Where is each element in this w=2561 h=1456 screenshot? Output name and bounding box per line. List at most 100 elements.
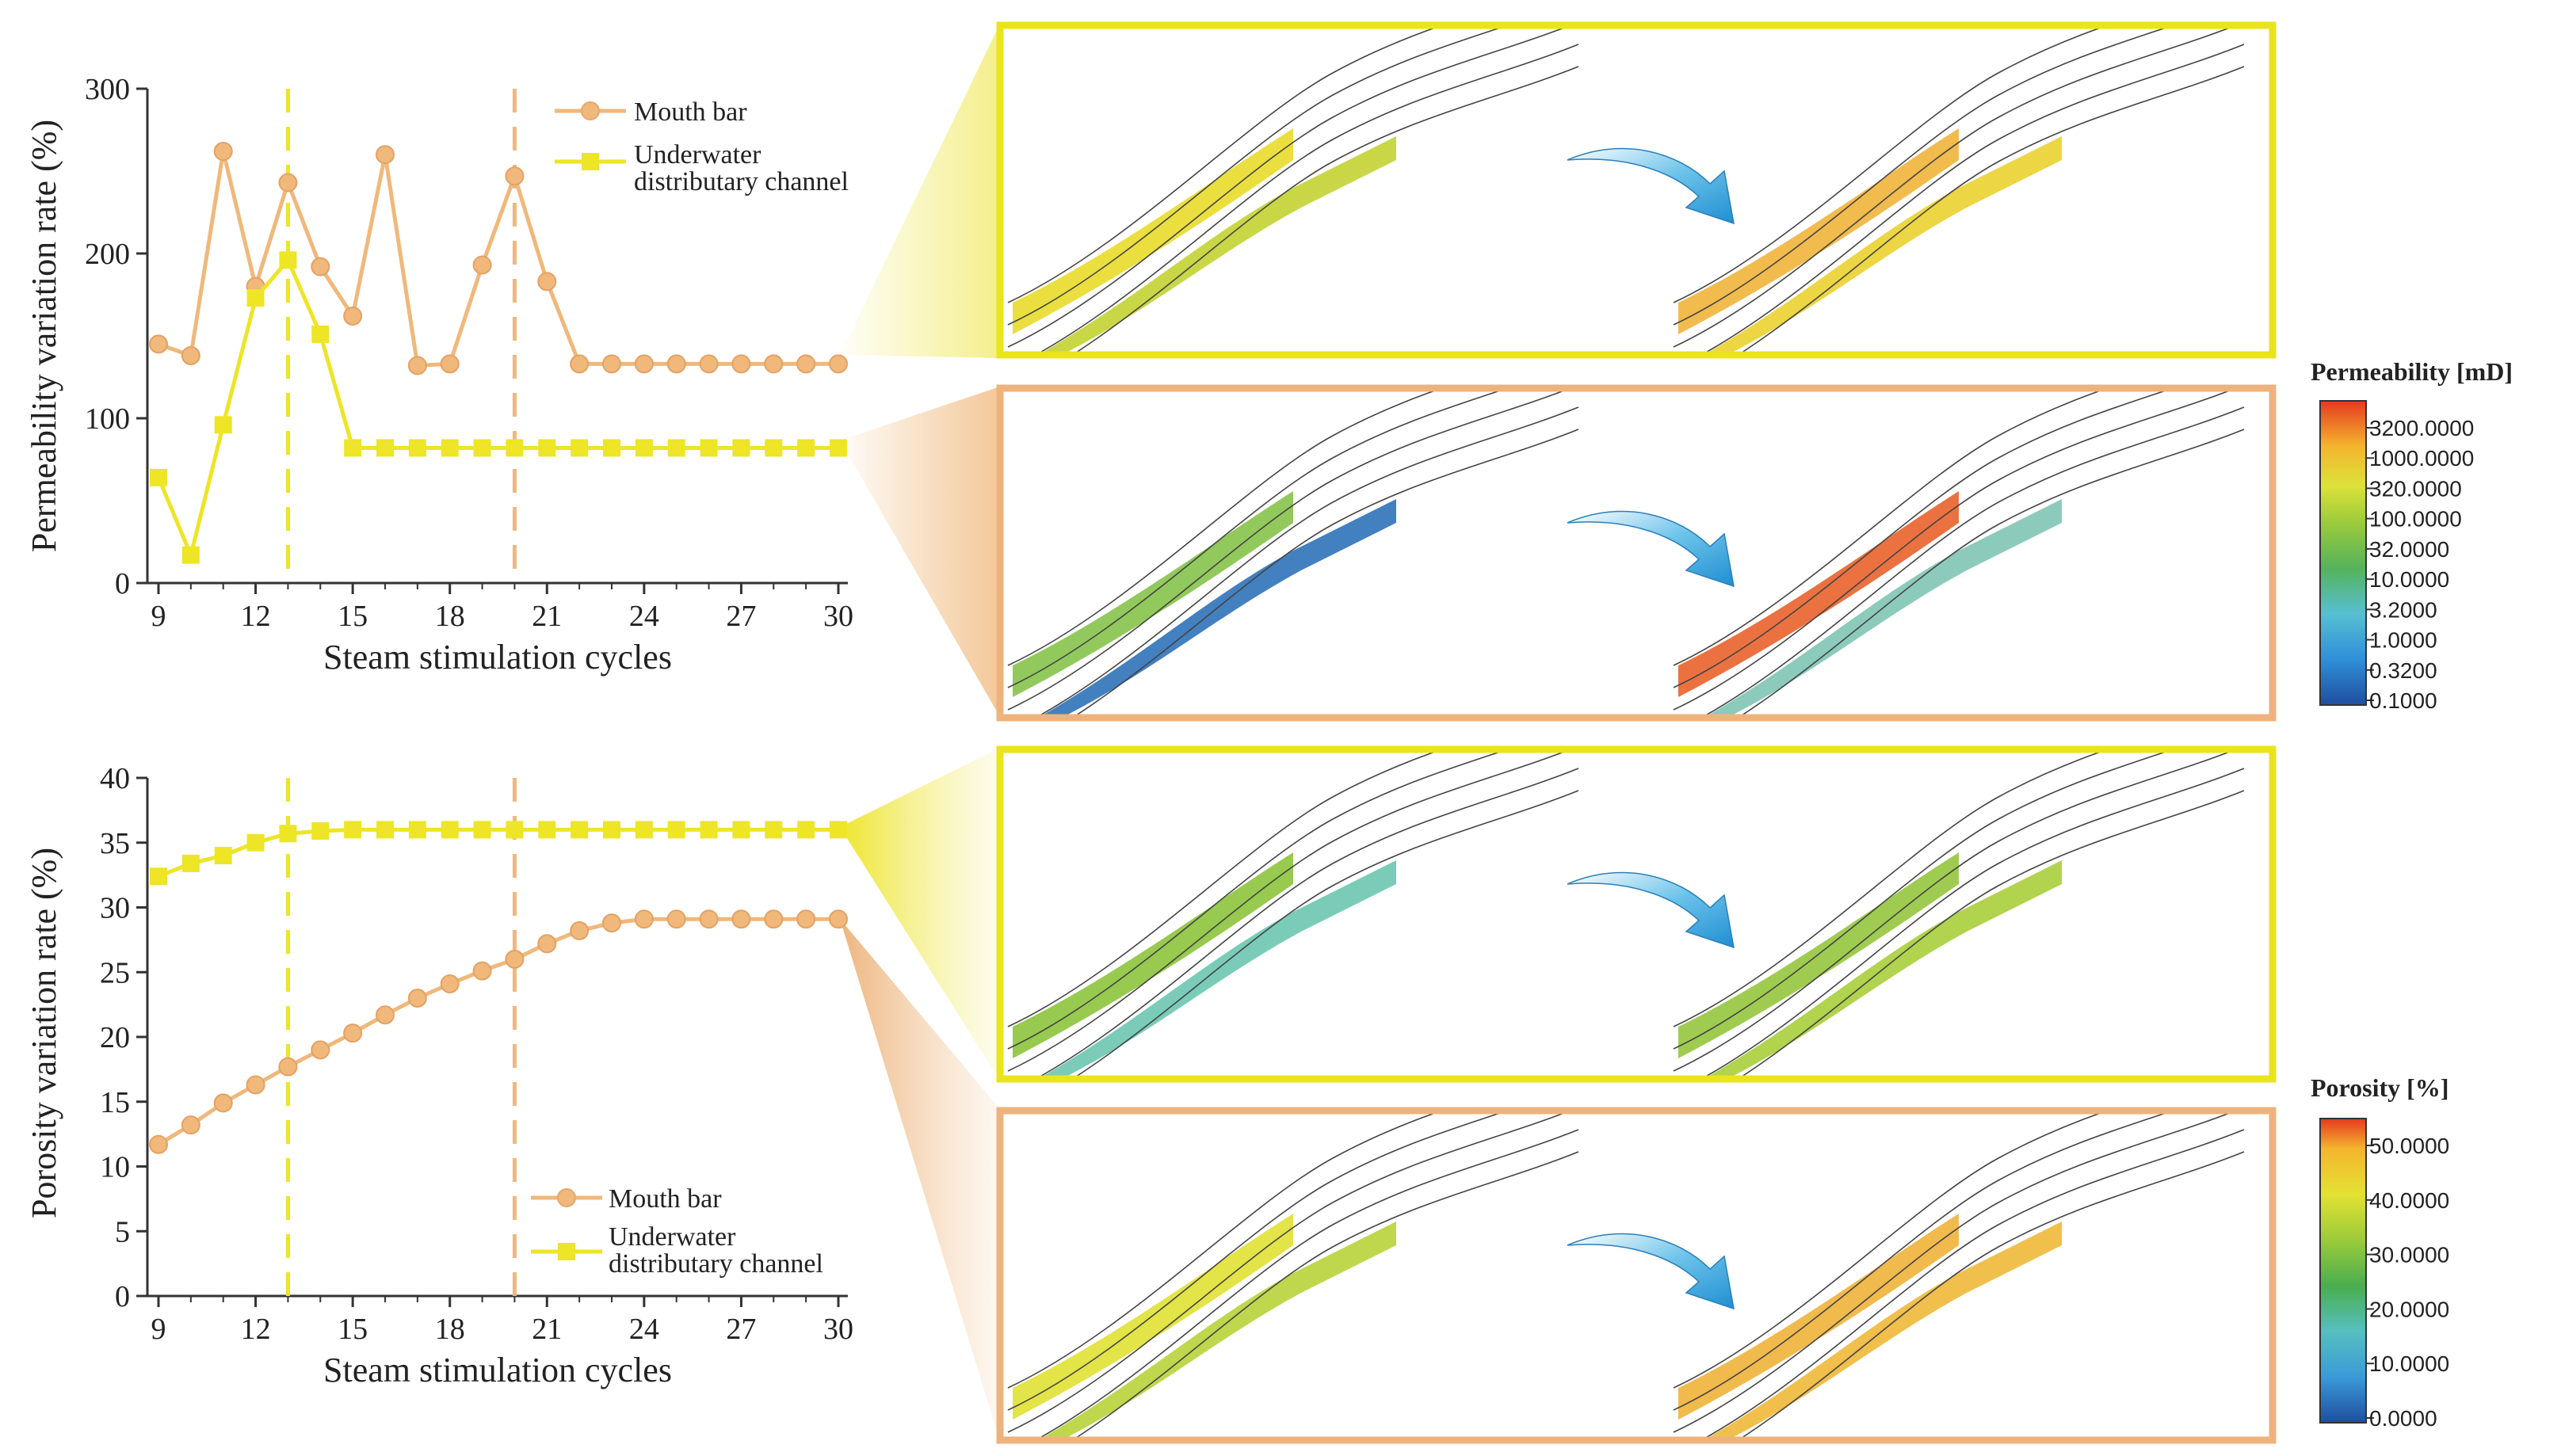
data-point [765,821,783,839]
contour-line [1034,1129,1579,1440]
legend-marker-channel [558,1243,575,1260]
series-group [149,142,848,564]
data-point [700,821,718,839]
x-tick-label: 27 [726,1313,756,1346]
data-point [699,909,719,929]
data-point [667,439,685,457]
colorbar-tick-label: 3.2000 [2369,597,2437,622]
legend-label-mouth-bar: Mouth bar [634,97,747,127]
contour-line [1007,749,1444,1027]
contour-line [1673,25,2175,326]
permeability-colorbar: Permeability [mD] 3200.00001000.0000320.… [2311,357,2513,713]
data-point [505,949,525,969]
y-tick-label: 15 [100,1086,130,1119]
data-point [570,920,590,940]
y-tick-label: 30 [100,892,130,925]
colorbar-tick-label: 0.0000 [2369,1406,2437,1431]
colorbar-tick-label: 1.0000 [2369,628,2437,653]
contour-line [1034,768,1579,1079]
data-point [797,439,815,457]
series-line [158,151,838,368]
x-tick-label: 30 [823,1313,853,1346]
reservoir-band [1040,499,1396,718]
transition-arrow-icon [1567,510,1735,588]
colorbar-tick-label: 3200.0000 [2369,416,2474,440]
reservoir-band [1705,499,2062,718]
colorbar-tick-label: 32.0000 [2369,537,2449,562]
y-tick-label: 35 [100,827,130,860]
x-tick-label: 15 [338,600,368,633]
series-group [149,821,848,1154]
panel-content [1007,388,2245,718]
colorbar-tick-label: 1000.0000 [2369,446,2474,471]
data-point [440,354,460,374]
data-point [506,439,524,457]
data-point [602,354,621,374]
x-tick-label: 12 [241,600,271,633]
data-point [538,821,556,839]
y-tick-label: 25 [100,956,130,989]
data-point [732,439,750,457]
panel-content [1007,1111,2245,1440]
data-point [343,1023,363,1043]
x-tick-label: 9 [151,600,166,633]
panel-border [996,1107,2277,1444]
data-point [666,909,686,929]
contour-line [1007,1111,1572,1433]
x-tick-label: 9 [151,1313,166,1346]
data-point [473,439,491,457]
colorbar-tick-label: 320.0000 [2369,476,2462,501]
fan-bottom-yellow [840,748,1000,1081]
reservoir-band [1705,860,2062,1079]
data-point [344,439,362,457]
contour-line [1007,749,1572,1072]
data-point [506,821,524,839]
data-point [214,847,232,865]
contour-line [1007,25,1444,303]
series-line [157,917,838,1146]
x-axis-title: Steam stimulation cycles [323,638,672,677]
transition-arrow-icon [1567,871,1735,949]
contour-line [1673,25,2238,348]
panel-background [1000,388,2273,718]
contour-line [1700,768,2245,1079]
reservoir-band [1705,136,2062,355]
data-point [635,439,653,457]
reference-lines [285,778,517,1296]
data-point [408,821,426,839]
contour-line [1673,388,2238,711]
series-line [158,827,838,879]
data-point [149,334,168,354]
data-point [150,468,167,486]
colorbar-title: Porosity [%] [2311,1073,2448,1102]
colorbar-tick-label: 10.0000 [2369,1351,2449,1376]
data-point [408,439,426,457]
panel-content [1007,25,2245,355]
contour-line [1673,388,2109,666]
data-point [213,1093,233,1113]
data-point [181,1115,200,1135]
colorbar-tick-label: 20.0000 [2369,1297,2449,1321]
data-point [246,289,265,307]
y-tick-label: 5 [115,1215,130,1248]
data-point [764,909,784,929]
data-point [376,145,395,165]
contour-line [1071,429,1579,718]
reservoir-band [1040,860,1396,1079]
contour-line [1737,66,2245,355]
colorbar-tick-label: 40.0000 [2369,1188,2449,1213]
x-tick-label: 12 [241,1313,271,1346]
contour-line [1673,749,2175,1050]
data-point [149,1134,168,1154]
panel-background [1000,1111,2273,1440]
colorbar-tick-label: 30.0000 [2369,1243,2449,1267]
data-point [796,909,816,929]
map-panel [996,384,2277,722]
data-point [571,821,589,839]
